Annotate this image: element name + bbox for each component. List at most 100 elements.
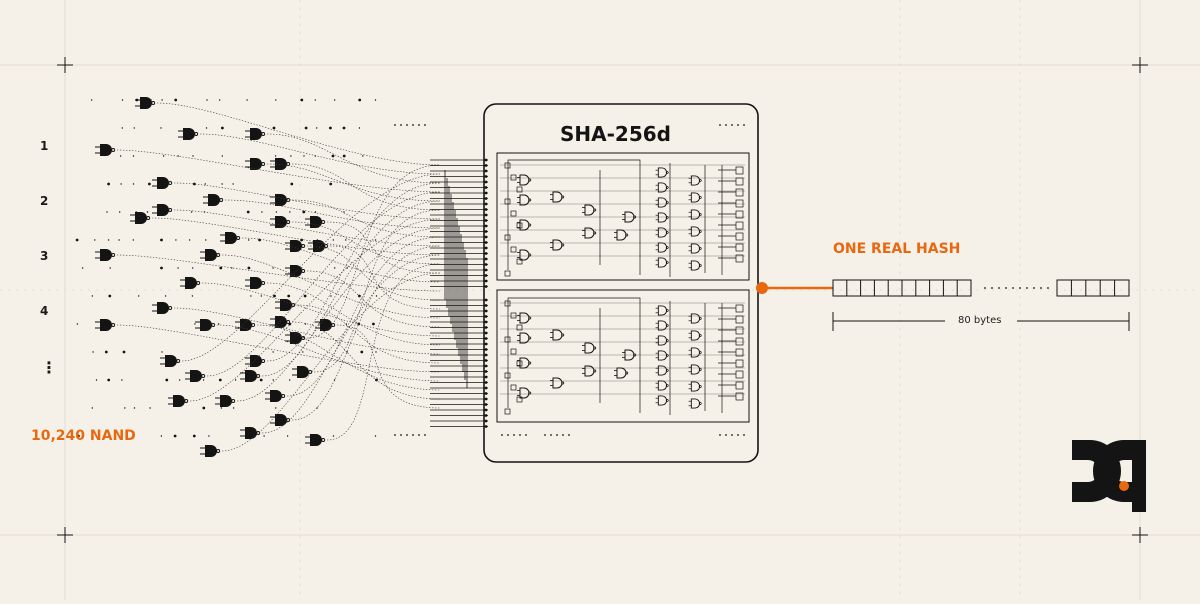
nand-gate-icon: [270, 193, 291, 207]
logic-gate-icon: [655, 305, 669, 316]
nand-gate-icon: [168, 394, 189, 408]
logic-gate-icon: [688, 347, 702, 358]
logic-gate-icon: [581, 227, 597, 239]
byte-strip: [832, 279, 1130, 297]
nand-gate-icon: [275, 298, 296, 312]
logo-icon: [1072, 440, 1146, 512]
logic-gate-icon: [549, 239, 565, 251]
logic-gate-icon: [688, 192, 702, 203]
logic-gate-icon: [655, 350, 669, 361]
logic-gate-icon: [655, 395, 669, 406]
logic-gate-icon: [688, 381, 702, 392]
dot-field: [75, 98, 378, 438]
bytes-label: 80 bytes: [958, 315, 1002, 326]
nand-gate-icon: [200, 444, 221, 458]
logic-gate-icon: [655, 380, 669, 391]
bus-wires: [430, 158, 488, 428]
nand-gate-icon: [220, 231, 241, 245]
nand-gate-icon: [185, 369, 206, 383]
logic-gate-icon: [688, 330, 702, 341]
nand-gate-icon: [135, 96, 156, 110]
output-label: ONE REAL HASH: [833, 241, 961, 257]
sha-block: [483, 103, 759, 463]
logic-gate-icon: [688, 364, 702, 375]
nand-gate-icon: [152, 301, 173, 315]
nand-gate-icon: [130, 211, 151, 225]
logic-gate-icon: [516, 312, 532, 324]
block-title: SHA-256d: [560, 122, 671, 146]
row-ellipsis: ⋮: [41, 358, 57, 377]
logic-gate-icon: [688, 243, 702, 254]
bytes-bracket: [832, 312, 1130, 331]
nand-gate-icon: [245, 127, 266, 141]
input-wires: [116, 102, 441, 452]
output-node: [756, 282, 768, 294]
nand-gate-field: [95, 96, 336, 458]
nand-gate-icon: [95, 143, 116, 157]
logic-gate-icon: [688, 260, 702, 271]
logic-gate-icon: [516, 387, 532, 399]
logic-gate-icon: [516, 174, 532, 186]
logic-gate-icon: [581, 342, 597, 354]
logic-gate-icon: [516, 219, 532, 231]
logic-gate-icon: [516, 194, 532, 206]
nand-gate-icon: [305, 433, 326, 447]
nand-gate-icon: [160, 354, 181, 368]
nand-gate-icon: [95, 248, 116, 262]
logic-gate-icon: [688, 175, 702, 186]
nand-gate-icon: [152, 176, 173, 190]
nand-gate-icon: [270, 315, 291, 329]
nand-gate-icon: [270, 157, 291, 171]
logic-gate-icon: [581, 365, 597, 377]
nand-gate-icon: [270, 413, 291, 427]
logic-gate-icon: [516, 249, 532, 261]
logic-gate-icon: [516, 357, 532, 369]
row-label-4: 4: [40, 304, 49, 318]
nand-gate-icon: [152, 203, 173, 217]
logic-gate-icon: [581, 204, 597, 216]
logic-gate-icon: [613, 367, 629, 379]
nand-gate-icon: [203, 193, 224, 207]
logic-gate-icon: [549, 191, 565, 203]
nand-gate-icon: [245, 157, 266, 171]
logic-gate-icon: [688, 398, 702, 409]
logic-gate-icon: [655, 167, 669, 178]
nand-gate-icon: [245, 276, 266, 290]
nand-gate-icon: [195, 318, 216, 332]
logic-gate-icon: [549, 329, 565, 341]
sha-round-top: [496, 152, 750, 281]
nand-gate-icon: [180, 276, 201, 290]
logic-gate-icon: [655, 227, 669, 238]
logic-gate-icon: [688, 209, 702, 220]
logic-gate-icon: [655, 365, 669, 376]
sha-round-bottom: [496, 289, 750, 423]
sha-internal-circuit: [500, 159, 745, 415]
block-dot-rows: [394, 124, 745, 436]
nand-gate-icon: [240, 426, 261, 440]
row-label-1: 1: [40, 139, 49, 153]
logic-gate-icon: [688, 313, 702, 324]
logic-gate-icon: [655, 212, 669, 223]
logic-gate-icon: [549, 377, 565, 389]
gate-count-label: 10,240 NAND: [31, 428, 136, 444]
logic-gate-icon: [516, 332, 532, 344]
row-label-2: 2: [40, 194, 49, 208]
nand-gate-icon: [95, 318, 116, 332]
logic-gate-icon: [655, 257, 669, 268]
nand-gate-icon: [265, 389, 286, 403]
logic-gate-icon: [688, 226, 702, 237]
nand-gate-icon: [215, 394, 236, 408]
logic-gate-icon: [655, 335, 669, 346]
crosshair-marks: [57, 57, 1148, 543]
row-label-3: 3: [40, 249, 49, 263]
nand-gate-icon: [178, 127, 199, 141]
logic-gate-icon: [655, 242, 669, 253]
logic-gate-icon: [613, 229, 629, 241]
nand-gate-icon: [315, 318, 336, 332]
nand-gate-icon: [245, 354, 266, 368]
logic-gate-icon: [655, 197, 669, 208]
nand-gate-icon: [200, 248, 221, 262]
